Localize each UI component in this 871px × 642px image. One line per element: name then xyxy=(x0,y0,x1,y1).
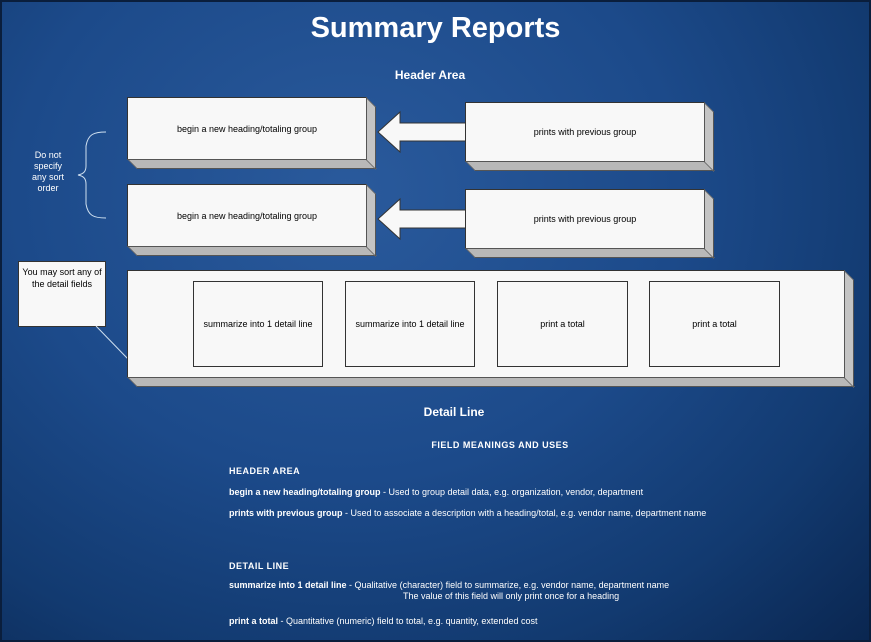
legend-item: prints with previous group - Used to ass… xyxy=(229,508,706,518)
legend-desc: - Qualitative (character) field to summa… xyxy=(346,580,670,590)
prints-with-label: prints with previous group xyxy=(533,214,637,224)
slide-title: Summary Reports xyxy=(310,12,561,44)
detail-sort-note: You may sort any of the detail fields xyxy=(18,261,106,327)
legend-desc: - Used to group detail data, e.g. organi… xyxy=(380,487,644,497)
group-box-label: begin a new heading/totaling group xyxy=(176,210,318,221)
prints-with-label: prints with previous group xyxy=(533,127,637,137)
legend-item: print a total - Quantitative (numeric) f… xyxy=(229,616,537,626)
legend-item: begin a new heading/totaling group - Use… xyxy=(229,487,643,497)
group-box-1: begin a new heading/totaling group xyxy=(127,97,367,160)
legend-item: summarize into 1 detail line - Qualitati… xyxy=(229,580,669,590)
sort-order-note: Do not specify any sort order xyxy=(31,150,64,193)
detail-field-label: summarize into 1 detail line xyxy=(355,319,465,329)
detail-line-label: Detail Line xyxy=(423,405,485,419)
header-area-label: Header Area xyxy=(394,68,466,82)
detail-field-label: print a total xyxy=(692,319,737,329)
legend-desc: - Quantitative (numeric) field to total,… xyxy=(278,616,538,626)
arrow-left-icon xyxy=(377,110,467,154)
brace-icon xyxy=(77,131,107,219)
detail-field-3: print a total xyxy=(497,281,628,367)
legend-term: begin a new heading/totaling group xyxy=(229,487,381,497)
legend-term: prints with previous group xyxy=(229,508,343,518)
detail-line-heading: DETAIL LINE xyxy=(229,561,290,571)
prints-with-box-2: prints with previous group xyxy=(465,189,705,249)
legend-desc-continued: The value of this field will only print … xyxy=(403,591,620,601)
detail-field-2: summarize into 1 detail line xyxy=(345,281,475,367)
callout-line xyxy=(95,325,129,360)
header-area-heading: HEADER AREA xyxy=(229,466,301,476)
legend-heading: FIELD MEANINGS AND USES xyxy=(431,440,569,450)
arrow-left-icon xyxy=(377,197,467,241)
detail-field-4: print a total xyxy=(649,281,780,367)
legend-term: summarize into 1 detail line xyxy=(229,580,347,590)
detail-field-1: summarize into 1 detail line xyxy=(193,281,323,367)
detail-field-label: summarize into 1 detail line xyxy=(203,319,313,329)
group-box-2: begin a new heading/totaling group xyxy=(127,184,367,247)
detail-field-label: print a total xyxy=(540,319,585,329)
legend-desc: - Used to associate a description with a… xyxy=(342,508,707,518)
legend-term: print a total xyxy=(229,616,278,626)
group-box-label: begin a new heading/totaling group xyxy=(176,123,318,134)
prints-with-box-1: prints with previous group xyxy=(465,102,705,162)
